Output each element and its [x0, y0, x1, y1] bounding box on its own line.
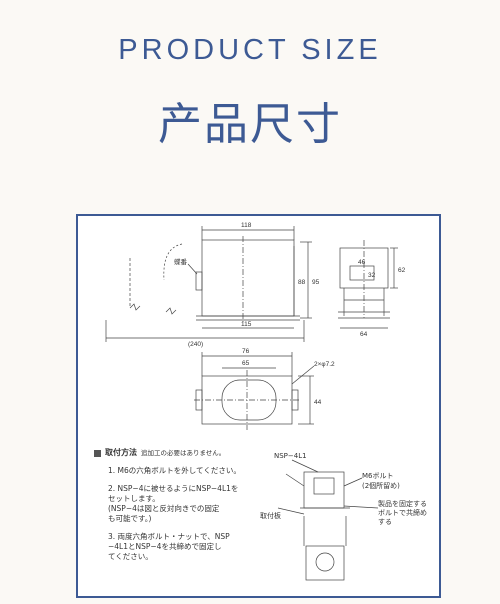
dim-side-height: 62 [398, 267, 406, 274]
hole-label: 2×φ7.2 [314, 361, 335, 368]
square-bullet-icon [94, 449, 101, 457]
step-3-line: −4L1とNSP−4を共締めで固定し [108, 542, 222, 551]
dim-plan-outer: 76 [242, 348, 250, 355]
callout-fix-1: 製品を固定する [378, 499, 427, 508]
hinge-label: 蝶番 [174, 257, 188, 266]
step-2-line: セットします。 [108, 494, 160, 503]
step-2-line: (NSP−4は図と反対向きでの固定 [108, 504, 220, 513]
instructions-heading: 取付方法 [105, 448, 137, 457]
step-2-line: 2. NSP−4に被せるようにNSP−4L1を [108, 484, 239, 493]
page-title-cn: 产品尺寸 [158, 99, 342, 150]
callout-model: NSP−4L1 [274, 452, 307, 460]
install-unit [303, 471, 345, 509]
installation-instructions: 取付方法 追加工の必要はありません。 1. M6の六角ボルトを外してください。 … [94, 448, 294, 570]
callout-bolt-sub: (2個所留め) [362, 481, 400, 490]
dim-overall-width: (240) [188, 341, 203, 348]
instructions-subheading: 追加工の必要はありません。 [141, 449, 226, 457]
dimension-drawing-frame: 118 115 (240) 88 95 62 46 32 64 蝶番 76 65… [76, 214, 441, 598]
callout-bolt: M6ボルト [362, 472, 394, 480]
dim-side-inner-width: 46 [358, 259, 366, 266]
step-2-line: も可能です。) [108, 514, 152, 523]
callout-fix-3: する [378, 518, 392, 526]
callout-bracket: 取付板 [260, 511, 281, 520]
dim-plan-depth: 44 [314, 399, 322, 406]
callout-fix-2: ボルトで共締め [378, 508, 427, 517]
dim-side-inner-height: 32 [368, 272, 376, 279]
technical-drawing: 118 115 (240) 88 95 62 46 32 64 蝶番 76 65… [105, 222, 427, 581]
step-3-line: 3. 両度六角ボルト・ナットで、NSP [108, 532, 230, 541]
instruction-step-2: 2. NSP−4に被せるようにNSP−4L1を セットします。 (NSP−4は図… [108, 484, 294, 524]
dim-height-outer: 95 [312, 279, 320, 286]
dim-side-width: 64 [360, 331, 368, 338]
front-view-body [201, 239, 295, 317]
dim-height-inner: 88 [298, 279, 306, 286]
instruction-step-3: 3. 両度六角ボルト・ナットで、NSP −4L1とNSP−4を共締めで固定し て… [108, 532, 294, 562]
step-3-line: てください。 [108, 552, 153, 561]
hinge [195, 271, 203, 291]
page-title-en: PRODUCT SIZE [118, 34, 382, 66]
instruction-step-1: 1. M6の六角ボルトを外してください。 [108, 466, 294, 476]
step-1-line: 1. M6の六角ボルトを外してください。 [108, 466, 241, 475]
dim-front-top: 118 [241, 222, 252, 229]
dim-front-bottom: 115 [241, 321, 252, 328]
dim-plan-inner: 65 [242, 360, 250, 367]
